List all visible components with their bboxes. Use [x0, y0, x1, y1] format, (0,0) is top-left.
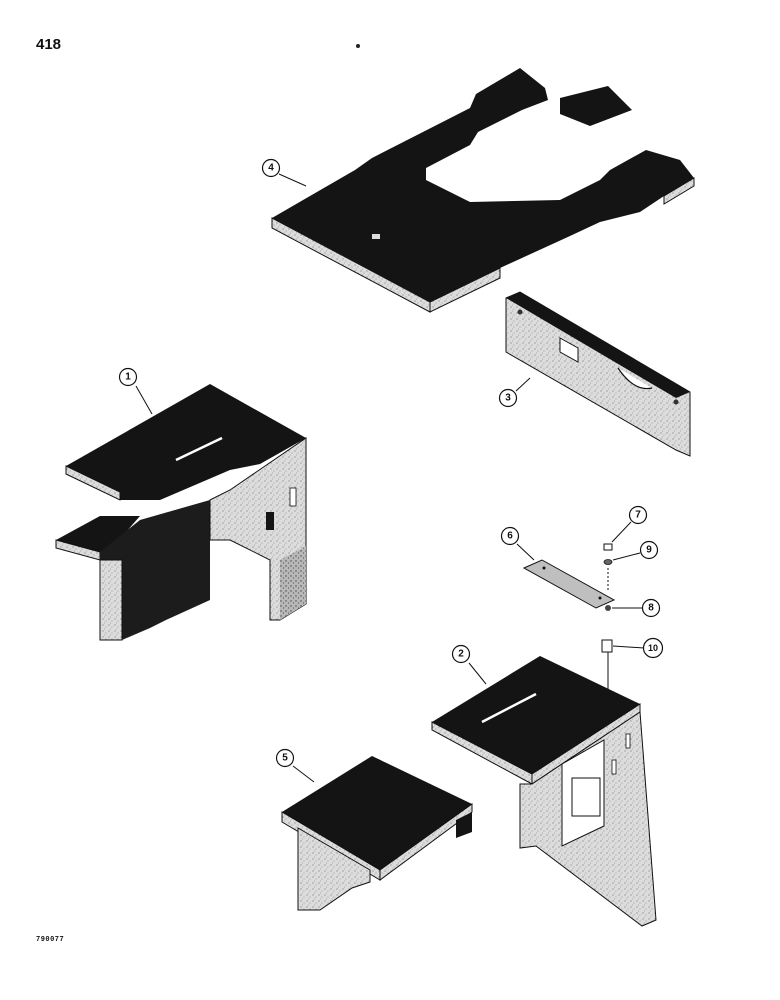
callout-1: 1	[118, 367, 153, 415]
side-panel-part	[55, 384, 307, 641]
callout-8: 8	[612, 598, 661, 618]
ink-mark	[356, 44, 360, 48]
callout-label-7: 7	[635, 510, 641, 521]
platform-part	[271, 68, 695, 313]
callout-label-5: 5	[282, 753, 288, 764]
callout-label-9: 9	[646, 545, 652, 556]
callout-6: 6	[500, 526, 535, 561]
callout-label-4: 4	[268, 163, 274, 174]
callout-3: 3	[498, 377, 531, 408]
support-2-part	[431, 656, 657, 927]
page-number: 418	[36, 36, 62, 53]
callout-label-10: 10	[648, 643, 658, 653]
plate-6-part	[522, 559, 616, 609]
callout-2: 2	[451, 644, 487, 685]
callout-label-8: 8	[648, 603, 654, 614]
figure-code: 790077	[36, 936, 65, 944]
callout-10: 10	[612, 637, 664, 659]
callout-4: 4	[261, 158, 307, 187]
front-plate-part	[505, 291, 691, 457]
callout-5: 5	[275, 748, 315, 783]
callout-label-1: 1	[125, 372, 131, 383]
hardware-group	[601, 543, 613, 710]
support-5-part	[281, 756, 473, 911]
callout-label-6: 6	[507, 531, 513, 542]
callout-label-2: 2	[458, 649, 464, 660]
callout-9: 9	[612, 540, 659, 561]
callout-7: 7	[611, 505, 648, 543]
callout-label-3: 3	[505, 393, 511, 404]
